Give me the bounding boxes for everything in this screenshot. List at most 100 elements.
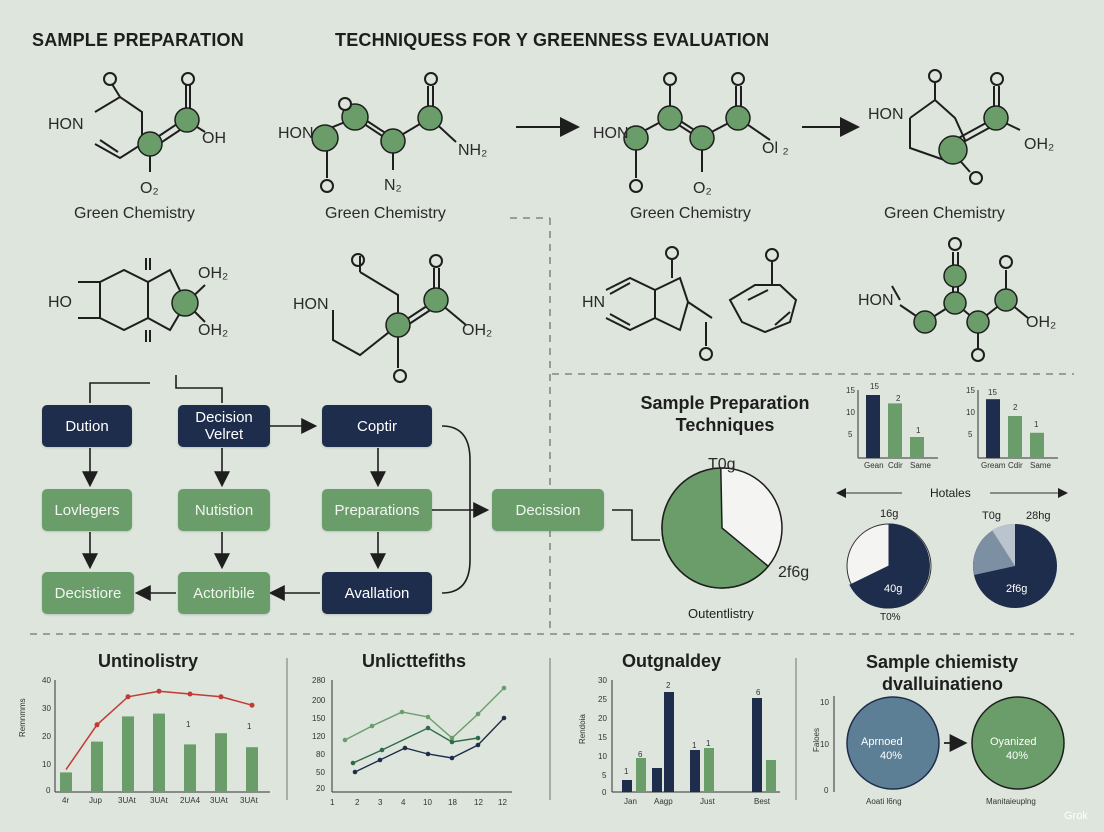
- mini-left-ytick: 15: [846, 386, 855, 395]
- chart3-bar: [752, 698, 762, 792]
- chart4-ytick: 10: [820, 698, 829, 707]
- chart1-xtick: 3UAt: [240, 796, 258, 805]
- dashed-separators: [30, 217, 1074, 635]
- pie-section-title: Sample Preparation Techniques: [640, 393, 810, 435]
- m8-a: HON: [858, 292, 894, 309]
- chart2-ytick: 200: [312, 696, 326, 705]
- chart1-line-point: [187, 691, 193, 697]
- chart3-ytick: 15: [598, 733, 607, 742]
- m3-c: O₂: [693, 180, 712, 197]
- m2-label: Green Chemistry: [325, 205, 446, 222]
- chart1-line-point: [156, 688, 162, 694]
- mini-bar: [888, 403, 902, 458]
- chart2-point: [501, 715, 507, 721]
- flow-box-decission[interactable]: Decission: [492, 489, 604, 531]
- main-pie-bottom-label: Outentlistry: [688, 606, 754, 621]
- chart1-bar: [246, 747, 258, 792]
- mini-bar: [1030, 432, 1044, 458]
- main-pie-chart: [661, 467, 783, 589]
- chart4-ytick: 10: [820, 740, 829, 749]
- flow-box-coptir[interactable]: Coptir: [322, 405, 432, 447]
- m6-b: OH₂: [462, 322, 493, 339]
- m7-a: HN: [582, 294, 606, 311]
- bottom-chart-2-axes: [331, 680, 512, 793]
- m1-label: Green Chemistry: [74, 205, 195, 222]
- main-pie-right-label: 2f6g: [778, 564, 810, 581]
- chart2-point: [425, 725, 431, 731]
- mini-left-ytick: 5: [848, 430, 853, 439]
- chart2-point: [342, 737, 348, 743]
- flow-box-avallation[interactable]: Avallation: [322, 572, 432, 614]
- chart2-xtick: 4: [401, 798, 406, 807]
- chart1-xtick: 2UA4: [180, 796, 201, 805]
- chart2-ytick: 20: [316, 784, 325, 793]
- small-pie-right-top1: T0g: [982, 510, 1001, 522]
- main-pie-green-slice: [661, 467, 770, 589]
- small-pie-right: [973, 523, 1057, 608]
- small-pie-left-in: 40g: [884, 583, 903, 595]
- mini-bar: [986, 399, 1000, 458]
- m1-c: O₂: [140, 180, 159, 197]
- molecule-5: [78, 258, 206, 342]
- m3-label: Green Chemistry: [630, 205, 751, 222]
- m2-b: NH₂: [458, 142, 488, 159]
- chart2-ytick: 280: [312, 676, 326, 685]
- molecule-1-atom: [174, 107, 200, 133]
- chart3-xtick: Best: [754, 797, 771, 806]
- chart2-xtick: 12: [498, 798, 507, 807]
- m5-a: HO: [48, 294, 72, 311]
- mini-right-xtick: Same: [1030, 461, 1051, 470]
- flow-box-dution[interactable]: Dution: [42, 405, 132, 447]
- chart3-value: 2: [666, 681, 671, 690]
- chart3-ylabel: Rendoia: [578, 714, 587, 744]
- chart1-xtick: Jup: [89, 796, 102, 805]
- chart2-point: [399, 709, 405, 715]
- flow-connectors: [82, 375, 660, 601]
- chart3-ytick: 10: [598, 752, 607, 761]
- chart3-bar: [690, 750, 700, 792]
- chart3-value: 1: [706, 739, 711, 748]
- m6-a: HON: [293, 296, 329, 313]
- chart2-xtick: 1: [330, 798, 335, 807]
- organized-value: 40%: [1006, 750, 1029, 762]
- flow-box-nutistion[interactable]: Nutistion: [178, 489, 270, 531]
- chart1-annotation: 1: [186, 720, 191, 729]
- chart3-title: Outgnaldey: [622, 651, 722, 671]
- chart2-xtick: 12: [474, 798, 483, 807]
- heading-center: TECHNIQUESS FOR Y GREENNESS EVALUATION: [335, 30, 770, 50]
- chart3-xtick: Jan: [624, 797, 637, 806]
- flow-box-actoribile[interactable]: Actoribile: [178, 572, 270, 614]
- mini-left-value: 2: [896, 394, 901, 403]
- chart3-xtick: Aagp: [654, 797, 673, 806]
- bottom-dividers: [286, 658, 797, 800]
- small-pie-left: [846, 523, 932, 609]
- main-pie-top-label: T0g: [708, 456, 736, 473]
- flow-box-decision-velret[interactable]: Decision Velret: [178, 405, 270, 447]
- chart4-title-line2: dvalluinatieno: [882, 674, 1004, 694]
- m3-b: Ol ₂: [762, 140, 789, 157]
- chart3-value: 1: [624, 767, 629, 776]
- small-pie-right-in: 2f6g: [1006, 583, 1028, 595]
- chart2-ytick: 150: [312, 714, 326, 723]
- organized-label: Oyanized: [990, 736, 1037, 748]
- mini-left-value: 1: [916, 426, 921, 435]
- chart3-value: 6: [756, 688, 761, 697]
- chart1-xtick: 3UAt: [150, 796, 168, 805]
- flow-box-lovlegers[interactable]: Lovlegers: [42, 489, 132, 531]
- flow-box-preparations[interactable]: Preparations: [322, 489, 432, 531]
- chart2-point: [377, 757, 383, 763]
- chart1-bar: [60, 772, 72, 792]
- m1-a: HON: [48, 116, 84, 133]
- chart1-ytick: 20: [42, 732, 51, 741]
- chart1-xtick: 3UAt: [210, 796, 228, 805]
- chart3-xtick: Just: [700, 797, 715, 806]
- chart4-ytick: 0: [824, 786, 829, 795]
- chart3-bar: [636, 758, 646, 792]
- m3-a: HON: [593, 125, 629, 142]
- chart2-point: [425, 751, 431, 757]
- molecule-6: [332, 256, 467, 368]
- flow-box-decistiore[interactable]: Decistiore: [42, 572, 134, 614]
- m4-label: Green Chemistry: [884, 205, 1005, 222]
- chart3-ytick: 20: [598, 714, 607, 723]
